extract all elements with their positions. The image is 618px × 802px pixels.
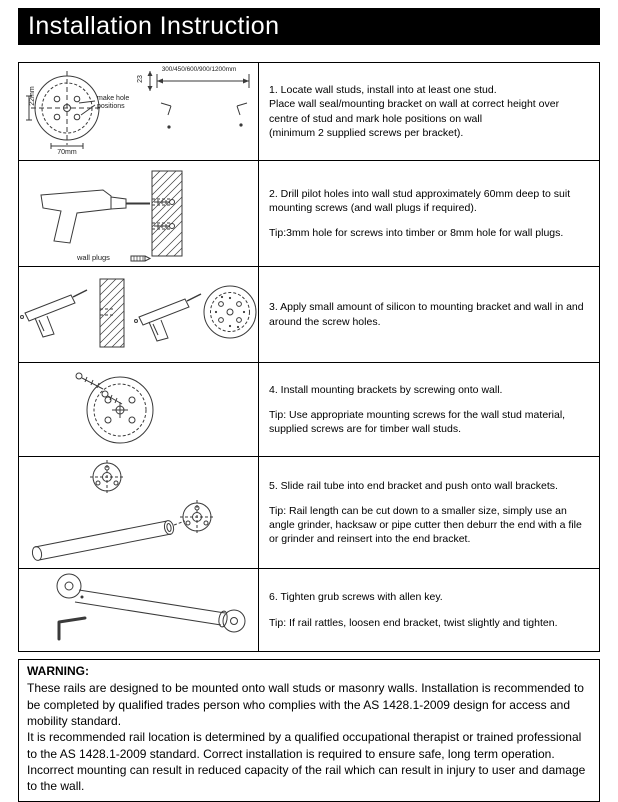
step5-diagram	[19, 457, 259, 568]
wall-stud-hatch	[151, 170, 183, 257]
step6-diagram	[19, 569, 259, 651]
step5-instruction: 5. Slide rail tube into end bracket and …	[269, 479, 558, 492]
warning-title: WARNING:	[27, 664, 89, 678]
wall-stud-hatch	[99, 278, 125, 348]
step5-tip: Tip: Rail length can be cut down to a sm…	[269, 504, 582, 546]
step1-text: 1. Locate wall studs, install into at le…	[259, 63, 599, 160]
step-row-2: wall plugs 2. Drill pilot holes into wal…	[19, 161, 599, 267]
warning-paragraph-2: It is recommended rail location is deter…	[27, 730, 586, 794]
wall-mark-icons	[160, 102, 248, 129]
step3-text: 3. Apply small amount of silicon to moun…	[259, 267, 599, 362]
bracket-face-icon	[31, 71, 103, 145]
wall-bracket-dimension-diagram	[26, 71, 250, 149]
drill-wall-diagram	[40, 170, 183, 262]
caulking-gun-icon	[134, 293, 202, 342]
step6-text: 6. Tighten grub screws with allen key. T…	[259, 569, 599, 651]
step-row-6: 6. Tighten grub screws with allen key. T…	[19, 569, 599, 651]
bracket-with-silicon-icon	[203, 285, 257, 339]
warning-paragraph-1: These rails are designed to be mounted o…	[27, 681, 584, 728]
steps-table: 22mm 70mm 23 300/450/600/900/1200mm make…	[18, 62, 600, 652]
step6-instruction: 6. Tighten grub screws with allen key.	[269, 591, 443, 604]
step4-tip: Tip: Use appropriate mounting screws for…	[269, 408, 566, 436]
make-hole-positions-label: make hole positions	[97, 95, 130, 111]
pilot-hole-screw-icons	[152, 198, 175, 230]
step3-instruction: 3. Apply small amount of silicon to moun…	[269, 301, 584, 328]
wall-plug-icon	[130, 255, 152, 262]
warning-box: WARNING: These rails are designed to be …	[18, 659, 600, 802]
step3-diagram	[19, 267, 259, 362]
allen-key-icon	[57, 616, 87, 641]
bracket-face-icon	[86, 376, 154, 444]
hole-spacing-dimension-label: 70mm	[57, 149, 77, 156]
step-row-1: 22mm 70mm 23 300/450/600/900/1200mm make…	[19, 63, 599, 161]
step-row-5: 5. Slide rail tube into end bracket and …	[19, 457, 599, 569]
rail-tube-icon	[31, 520, 186, 561]
step1-diagram: 22mm 70mm 23 300/450/600/900/1200mm make…	[19, 63, 259, 160]
screw-icon	[75, 372, 123, 405]
rail-with-flanges-icon	[56, 573, 246, 633]
offset-dimension-label: 23	[136, 75, 144, 83]
rail-length-options-label: 300/450/600/900/1200mm	[161, 66, 237, 73]
step1-instruction: 1. Locate wall studs, install into at le…	[269, 84, 560, 139]
width-dimension-label: 22mm	[28, 86, 36, 106]
step-row-4: 4. Install mounting brackets by screwing…	[19, 363, 599, 457]
bracket-screw-diagram	[75, 372, 154, 444]
step2-tip: Tip:3mm hole for screws into timber or 8…	[269, 227, 564, 240]
step4-diagram	[19, 363, 259, 456]
step4-instruction: 4. Install mounting brackets by screwing…	[269, 383, 503, 396]
step5-text: 5. Slide rail tube into end bracket and …	[259, 457, 599, 568]
rail-assembly-diagram	[31, 460, 214, 561]
end-bracket-icon	[180, 500, 214, 534]
step2-text: 2. Drill pilot holes into wall stud appr…	[259, 161, 599, 266]
caulking-gun-icon	[20, 289, 88, 338]
wall-plugs-label: wall plugs	[77, 253, 110, 262]
dimension-lines	[26, 71, 250, 149]
allen-key-tighten-diagram	[56, 573, 246, 641]
page-title: Installation Instruction	[28, 12, 280, 40]
step6-tip: Tip: If rail rattles, loosen end bracket…	[269, 616, 558, 629]
silicon-application-diagram	[20, 278, 257, 348]
end-bracket-icon	[90, 460, 124, 494]
drill-icon	[40, 189, 150, 244]
step2-instruction: 2. Drill pilot holes into wall stud appr…	[269, 187, 571, 214]
step4-text: 4. Install mounting brackets by screwing…	[259, 363, 599, 456]
step-row-3: 3. Apply small amount of silicon to moun…	[19, 267, 599, 363]
title-bar: Installation Instruction	[18, 8, 600, 45]
step2-diagram: wall plugs	[19, 161, 259, 266]
